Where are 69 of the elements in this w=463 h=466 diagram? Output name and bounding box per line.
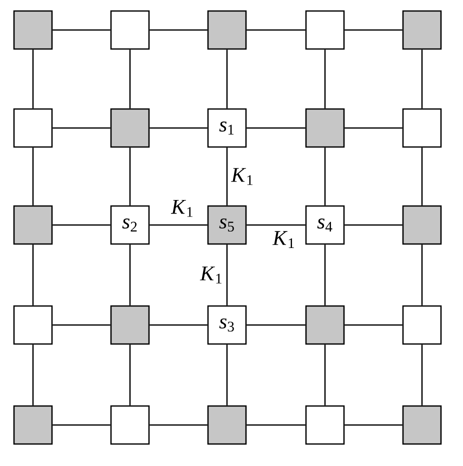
grid-line: [421, 244, 423, 306]
labeled-square: s$_{1}$: [207, 108, 247, 148]
grid-square: [13, 10, 53, 50]
grid-square: [305, 10, 345, 50]
grid-square: [402, 108, 442, 148]
grid-line: [324, 344, 326, 406]
edge-label: K$_{1}$: [272, 231, 294, 248]
grid-line: [344, 324, 402, 326]
edge-label: K$_{1}$: [170, 200, 192, 217]
grid-line: [246, 324, 306, 326]
grid-square: [13, 205, 53, 245]
grid-square: [305, 108, 345, 148]
grid-line: [344, 29, 402, 31]
grid-line: [246, 424, 306, 426]
grid-line: [52, 324, 110, 326]
grid-square: [207, 405, 247, 445]
grid-square: [402, 305, 442, 345]
labeled-square: s$_{4}$: [305, 205, 345, 245]
grid-line: [226, 344, 228, 406]
labeled-square: s$_{3}$: [207, 305, 247, 345]
grid-line: [129, 344, 131, 406]
grid-line: [421, 50, 423, 108]
grid-line: [324, 50, 326, 108]
grid-square: [207, 10, 247, 50]
grid-line: [129, 244, 131, 306]
grid-square: [13, 405, 53, 445]
edge-label: K$_{1}$: [200, 266, 222, 284]
grid-square: [13, 108, 53, 148]
grid-line: [344, 127, 402, 129]
grid-line: [324, 244, 326, 306]
grid-line: [246, 127, 306, 129]
grid-line: [52, 29, 110, 31]
grid-line: [52, 224, 110, 226]
grid-line: [324, 148, 326, 206]
grid-square: [305, 305, 345, 345]
labeled-square: s$_{5}$: [207, 205, 247, 245]
grid-square: [402, 205, 442, 245]
grid-square: [110, 108, 150, 148]
grid-square: [305, 405, 345, 445]
grid-line: [129, 148, 131, 206]
grid-square: [13, 305, 53, 345]
grid-square: [110, 305, 150, 345]
grid-line: [52, 127, 110, 129]
grid-line: [226, 244, 228, 306]
grid-line: [226, 148, 228, 206]
grid-line: [150, 127, 208, 129]
grid-line: [32, 344, 34, 406]
grid-square: [402, 10, 442, 50]
grid-line: [246, 29, 306, 31]
grid-line: [32, 50, 34, 108]
grid-line: [32, 148, 34, 206]
grid-line: [52, 424, 110, 426]
grid-line: [226, 50, 228, 108]
grid-line: [129, 50, 131, 108]
grid-square: [110, 405, 150, 445]
edge-label: K$_{1}$: [230, 168, 252, 185]
grid-line: [150, 324, 208, 326]
grid-line: [421, 344, 423, 406]
labeled-square: s$_{2}$: [110, 205, 150, 245]
grid-line: [150, 224, 208, 226]
grid-line: [344, 424, 402, 426]
grid-line: [421, 148, 423, 206]
grid-line: [32, 244, 34, 306]
grid-line: [246, 224, 306, 226]
grid-line: [150, 424, 208, 426]
grid-line: [150, 29, 208, 31]
grid-line: [344, 224, 402, 226]
grid-square: [402, 405, 442, 445]
grid-square: [110, 10, 150, 50]
